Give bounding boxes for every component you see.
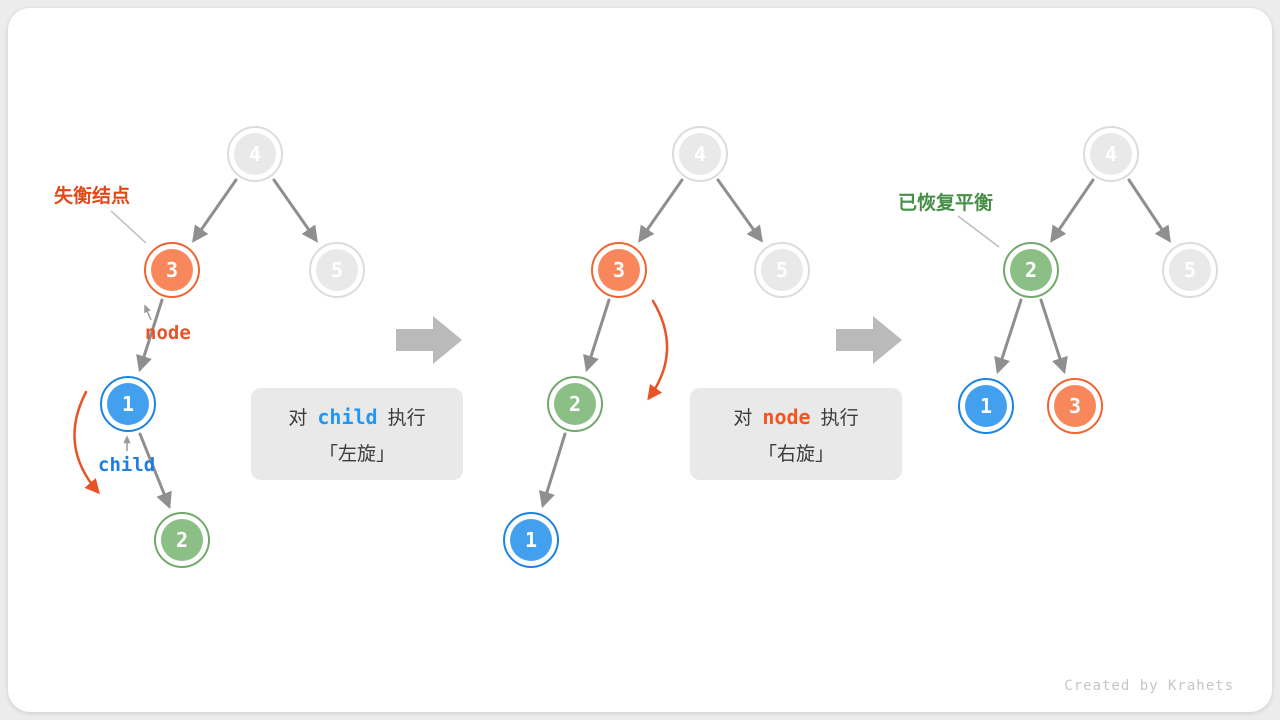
operation-box-left-rotate: 对 child 执行 「左旋」 [251, 388, 463, 480]
operation-suffix: 执行 [387, 407, 426, 429]
operation-line1: 对 node 执行 [733, 403, 858, 430]
unbalanced-node-label: 失衡结点 [54, 186, 131, 207]
tree3-node-5: 5 [1162, 242, 1218, 298]
tree3-node-3: 3 [1047, 378, 1103, 434]
tree-node-value: 4 [679, 133, 721, 175]
operation-keyword-child: child [317, 404, 378, 429]
credit-text: Created by Krahets [1064, 678, 1234, 694]
tree-node-value: 3 [598, 249, 640, 291]
node-pointer-label: node [145, 322, 191, 344]
rebalanced-label: 已恢复平衡 [898, 193, 994, 214]
tree-node-value: 5 [761, 249, 803, 291]
tree-node-value: 3 [1054, 385, 1096, 427]
operation-line1: 对 child 执行 [288, 403, 425, 430]
tree1-node-3: 3 [144, 242, 200, 298]
tree-node-value: 1 [107, 383, 149, 425]
tree1-node-5: 5 [309, 242, 365, 298]
tree-node-value: 2 [554, 383, 596, 425]
tree2-node-1: 1 [503, 512, 559, 568]
operation-name-left-rotate: 「左旋」 [318, 443, 395, 465]
tree-node-value: 1 [510, 519, 552, 561]
tree2-node-3: 3 [591, 242, 647, 298]
tree-node-value: 4 [1090, 133, 1132, 175]
tree-node-value: 3 [151, 249, 193, 291]
tree2-node-4: 4 [672, 126, 728, 182]
operation-box-right-rotate: 对 node 执行 「右旋」 [690, 388, 902, 480]
tree1-node-2: 2 [154, 512, 210, 568]
tree3-node-4: 4 [1083, 126, 1139, 182]
tree-node-value: 1 [965, 385, 1007, 427]
operation-prefix: 对 [733, 407, 753, 429]
tree-node-value: 2 [161, 519, 203, 561]
operation-keyword-node: node [762, 404, 811, 429]
tree1-node-1: 1 [100, 376, 156, 432]
operation-prefix: 对 [288, 407, 308, 429]
tree-node-value: 2 [1010, 249, 1052, 291]
tree2-node-5: 5 [754, 242, 810, 298]
tree-node-value: 5 [316, 249, 358, 291]
tree2-node-2: 2 [547, 376, 603, 432]
tree1-node-4: 4 [227, 126, 283, 182]
tree3-node-1: 1 [958, 378, 1014, 434]
operation-suffix: 执行 [820, 407, 859, 429]
tree-node-value: 5 [1169, 249, 1211, 291]
child-pointer-label: child [98, 454, 156, 476]
operation-name-right-rotate: 「右旋」 [757, 443, 834, 465]
tree3-node-2: 2 [1003, 242, 1059, 298]
diagram-card [8, 8, 1272, 712]
tree-node-value: 4 [234, 133, 276, 175]
